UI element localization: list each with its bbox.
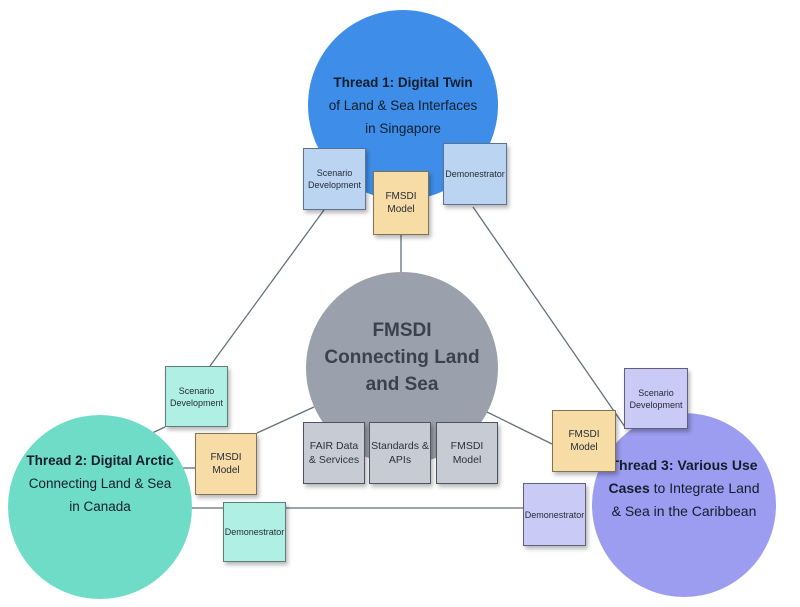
- thread2-scenario-development-box: Scenario Development: [165, 366, 228, 427]
- thread1-fmsdi-model-label: FMSDI Model: [385, 191, 417, 215]
- thread3-title-line1: Thread 3: Various Use: [610, 456, 758, 473]
- thread3-fmsdi-model-box: FMSDI Model: [552, 410, 616, 472]
- thread2-line2: Connecting Land & Sea: [28, 475, 172, 491]
- line-center-to-fmsdi2: [256, 406, 315, 434]
- center-standards-apis-label: Standards & APIs: [371, 440, 429, 466]
- thread2-scenario-development-label: Scenario Development: [169, 385, 224, 408]
- thread1-demonstrator-box: Demonestrator: [443, 143, 507, 205]
- thread3-demonstrator-label: Demonestrator: [524, 509, 585, 520]
- thread3-circle: Thread 3: Various Use Cases to Integrate…: [592, 413, 776, 597]
- thread2-title: Thread 2: Digital Arctic: [26, 452, 174, 468]
- thread2-circle: Thread 2: Digital Arctic Connecting Land…: [8, 415, 192, 599]
- thread1-scenario-development-box: Scenario Development: [303, 148, 366, 210]
- center-line3: and Sea: [365, 373, 439, 395]
- thread3-scenario-development-box: Scenario Development: [624, 368, 688, 429]
- center-fair-data-services-label: FAIR Data & Services: [308, 440, 360, 466]
- center-text: FMSDI Connecting Land and Sea: [306, 261, 498, 453]
- line-thread1-to-thread2: [209, 209, 325, 367]
- thread3-title-line2-bold: Cases: [608, 479, 650, 496]
- thread2-text: Thread 2: Digital Arctic Connecting Land…: [8, 391, 192, 575]
- thread1-line3: in Singapore: [365, 120, 441, 136]
- thread1-fmsdi-model-box: FMSDI Model: [373, 171, 429, 235]
- thread2-fmsdi-model-box: FMSDI Model: [195, 433, 257, 495]
- center-line1: FMSDI: [372, 319, 432, 341]
- thread1-title: Thread 1: Digital Twin: [333, 74, 473, 90]
- thread3-line2-rest: to Integrate Land: [649, 479, 760, 496]
- center-line2: Connecting Land: [324, 346, 480, 368]
- center-fair-data-services-box: FAIR Data & Services: [303, 422, 365, 484]
- thread3-scenario-development-label: Scenario Development: [629, 387, 683, 410]
- thread2-fmsdi-model-label: FMSDI Model: [210, 452, 242, 476]
- line-center-to-fmsdi3: [486, 411, 553, 445]
- thread2-line3: in Canada: [69, 498, 131, 514]
- thread3-line2: Cases to Integrate Land: [608, 477, 759, 500]
- thread3-text: Thread 3: Various Use Cases to Integrate…: [592, 396, 776, 580]
- line-thread1-to-thread3: [472, 206, 626, 428]
- thread2-demonstrator-box: Demonestrator: [223, 502, 286, 562]
- thread1-line2: of Land & Sea Interfaces: [328, 97, 478, 113]
- thread3-demonstrator-box: Demonestrator: [523, 483, 586, 546]
- thread1-scenario-development-label: Scenario Development: [307, 168, 362, 190]
- center-fmsdi-model-label: FMSDI Model: [450, 440, 484, 466]
- center-fmsdi-model-box: FMSDI Model: [436, 422, 498, 484]
- thread1-text: Thread 1: Digital Twin of Land & Sea Int…: [308, 10, 498, 200]
- thread2-demonstrator-label: Demonestrator: [224, 527, 285, 537]
- center-standards-apis-box: Standards & APIs: [369, 422, 431, 484]
- thread3-line3: & Sea in the Caribbean: [611, 502, 757, 519]
- thread3-fmsdi-model-label: FMSDI Model: [568, 429, 600, 453]
- thread1-demonstrator-label: Demonestrator: [445, 169, 505, 179]
- connector-line-group: [149, 206, 626, 509]
